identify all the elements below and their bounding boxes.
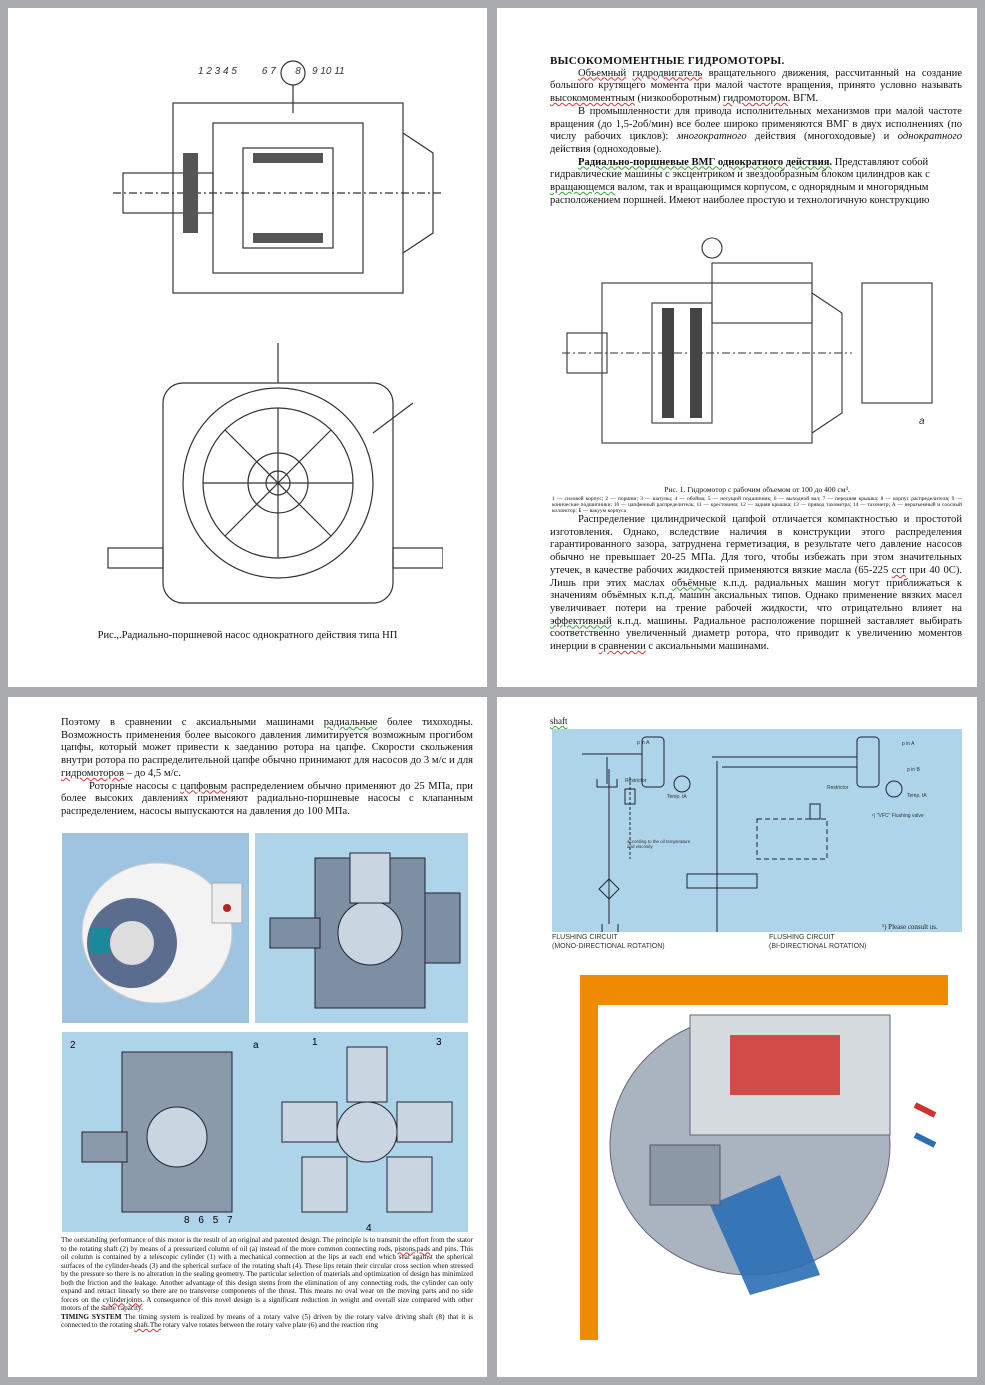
callout-8: 8 (184, 1215, 190, 1226)
figure-sub-label: а (919, 416, 925, 427)
temp-label-right: Temp. tA (907, 793, 927, 799)
text: – до 4,5 м/с. (124, 767, 181, 779)
text: (BI-DIRECTIONAL ROTATION) (769, 943, 867, 950)
text: объёмные (671, 577, 717, 589)
caption-mono: FLUSHING CIRCUIT (MONO-DIRECTIONAL ROTATI… (552, 933, 665, 951)
figure-legend: 1 — силовой корпус; 2 — поршни; 3 — шату… (552, 496, 962, 514)
text: shaft (550, 716, 568, 726)
callout-2: 2 (70, 1040, 76, 1051)
text: Роторные насосы с (89, 780, 181, 792)
text: при 40 0С). Лишь при этих маслах (550, 564, 962, 589)
callout-3: 3 (436, 1037, 442, 1048)
text: FLUSHING CIRCUIT (552, 934, 618, 941)
text: The timing system is realized by means o… (61, 1312, 473, 1330)
text: гидромотором (723, 93, 788, 105)
text: с аксиальными машинами. (645, 641, 769, 653)
text: Распределение цилиндрической цапфой отли… (550, 514, 962, 576)
p-in-b-label-right: p in B (907, 767, 920, 773)
text: (низкооборотным) (634, 93, 724, 105)
figure-caption: Рис.,.Радиально-поршневой насос однократ… (97, 630, 398, 641)
page-3: Поэтому в сравнении с аксиальными машина… (8, 697, 487, 1377)
intro-text: ВЫСОКОМОМЕНТНЫЕ ГИДРОМОТОРЫ. Объемный ги… (550, 55, 962, 207)
text: гидродвигатель (632, 67, 703, 79)
text: к.п.д. машины. Радиальное расположение п… (550, 615, 962, 653)
text: действия (многоходовые) и (746, 131, 898, 143)
text: shaft.The (134, 1321, 162, 1329)
page-4: shaft Restrictor Temp. tA p in A accordi… (497, 697, 977, 1377)
text: действия (одноходовые). (550, 143, 662, 155)
restrictor-label-left: Restrictor (625, 778, 647, 784)
text: вращательного движения, рассчитанный на … (550, 67, 962, 92)
callout-1: 1 (312, 1037, 318, 1048)
consult-note: ¹) Please consult us. (882, 923, 938, 931)
text: cylinderjoints (102, 1295, 143, 1304)
text: распределением обычно применяют до 25 МП… (61, 780, 473, 817)
callouts-bottom: 8 6 5 7 (184, 1215, 233, 1226)
text: pistons,pads (394, 1244, 431, 1253)
motor-section-drawing (255, 833, 468, 1023)
text: цапфовым (180, 780, 228, 792)
text: . A consequence of this novel design is … (61, 1295, 473, 1313)
text: сст (891, 564, 906, 576)
callout-7: 7 (227, 1215, 233, 1226)
vfc-valve-label: ¹) "VFC" Flushing valve (872, 813, 924, 819)
text: однократного (897, 131, 962, 143)
english-description: The outstanding performance of this moto… (61, 1236, 473, 1330)
caption-bi: FLUSHING CIRCUIT (BI-DIRECTIONAL ROTATION… (769, 933, 866, 951)
motor-cutaway-image (580, 975, 948, 1340)
page-2: ВЫСОКОМОМЕНТНЫЕ ГИДРОМОТОРЫ. Объемный ги… (497, 8, 977, 687)
text: эффективный (550, 615, 612, 627)
text: более тихоходны. Возможность применения … (61, 717, 473, 767)
motor-internals-drawing (62, 1032, 468, 1232)
flushing-circuit-diagram (552, 729, 962, 932)
comparison-text: Поэтому в сравнении с аксиальными машина… (61, 717, 473, 819)
distribution-text: Распределение цилиндрической цапфой отли… (550, 514, 962, 654)
text: высокомоментным (550, 93, 635, 105)
text: к.п.д. радиальных машин могут приближать… (550, 577, 962, 614)
motor-photo (62, 833, 249, 1023)
pump-cross-section-drawing (113, 60, 443, 294)
text: FLUSHING CIRCUIT (769, 934, 835, 941)
callout-6: 6 (198, 1215, 204, 1226)
text: Объемный (578, 67, 627, 79)
text: . ВГМ. (787, 93, 819, 105)
text: The outstanding performance of this moto… (61, 1236, 473, 1253)
text: валом, так и вращающимся корпусом, с одн… (550, 182, 930, 206)
text: радиальные (323, 717, 378, 728)
text: rotary valve rotates between the rotary … (161, 1321, 378, 1329)
hydromotor-drawing (562, 237, 933, 444)
text: (MONO-DIRECTIONAL ROTATION) (552, 943, 665, 950)
text: В промышленности для привода исполнитель… (550, 105, 962, 143)
section-heading: ВЫСОКОМОМЕНТНЫЕ ГИДРОМОТОРЫ. (550, 55, 785, 67)
p-in-a-label-right: p in A (902, 741, 915, 747)
text: сравнении (598, 641, 646, 653)
p-in-a-label-left: p in A (637, 740, 650, 746)
figure-title: Рис. 1. Гидромотор с рабочим объемом от … (664, 485, 850, 494)
callout-5: 5 (212, 1215, 219, 1226)
restrictor-label-right: Restrictor (827, 785, 849, 791)
shaft-word: shaft (550, 715, 568, 728)
callouts: 1 2 3 4 5 6 7 8 9 10 11 (198, 66, 345, 77)
oil-temp-note: according to the oil temperature and vis… (627, 839, 691, 849)
pump-end-view-drawing (107, 343, 443, 604)
callout-a: a (253, 1040, 259, 1051)
text: вращающемся (550, 182, 615, 194)
subheading: Радиально-поршневые ВМГ однократного дей… (578, 156, 833, 168)
text: and pins. This oil column is contained b… (61, 1244, 473, 1304)
timing-heading: TIMING SYSTEM (61, 1312, 122, 1321)
callout-4: 4 (366, 1223, 372, 1234)
text: гидромоторов (61, 767, 125, 779)
text: многократного (676, 131, 747, 143)
temp-label-left: Temp. tA (667, 794, 687, 800)
text: Представляют собой гидравлические машины… (550, 156, 930, 181)
text: Поэтому в сравнении с аксиальными машина… (61, 717, 324, 728)
page-1: 1 2 3 4 5 6 7 8 9 10 11 Рис.,.Радиально-… (8, 8, 487, 687)
